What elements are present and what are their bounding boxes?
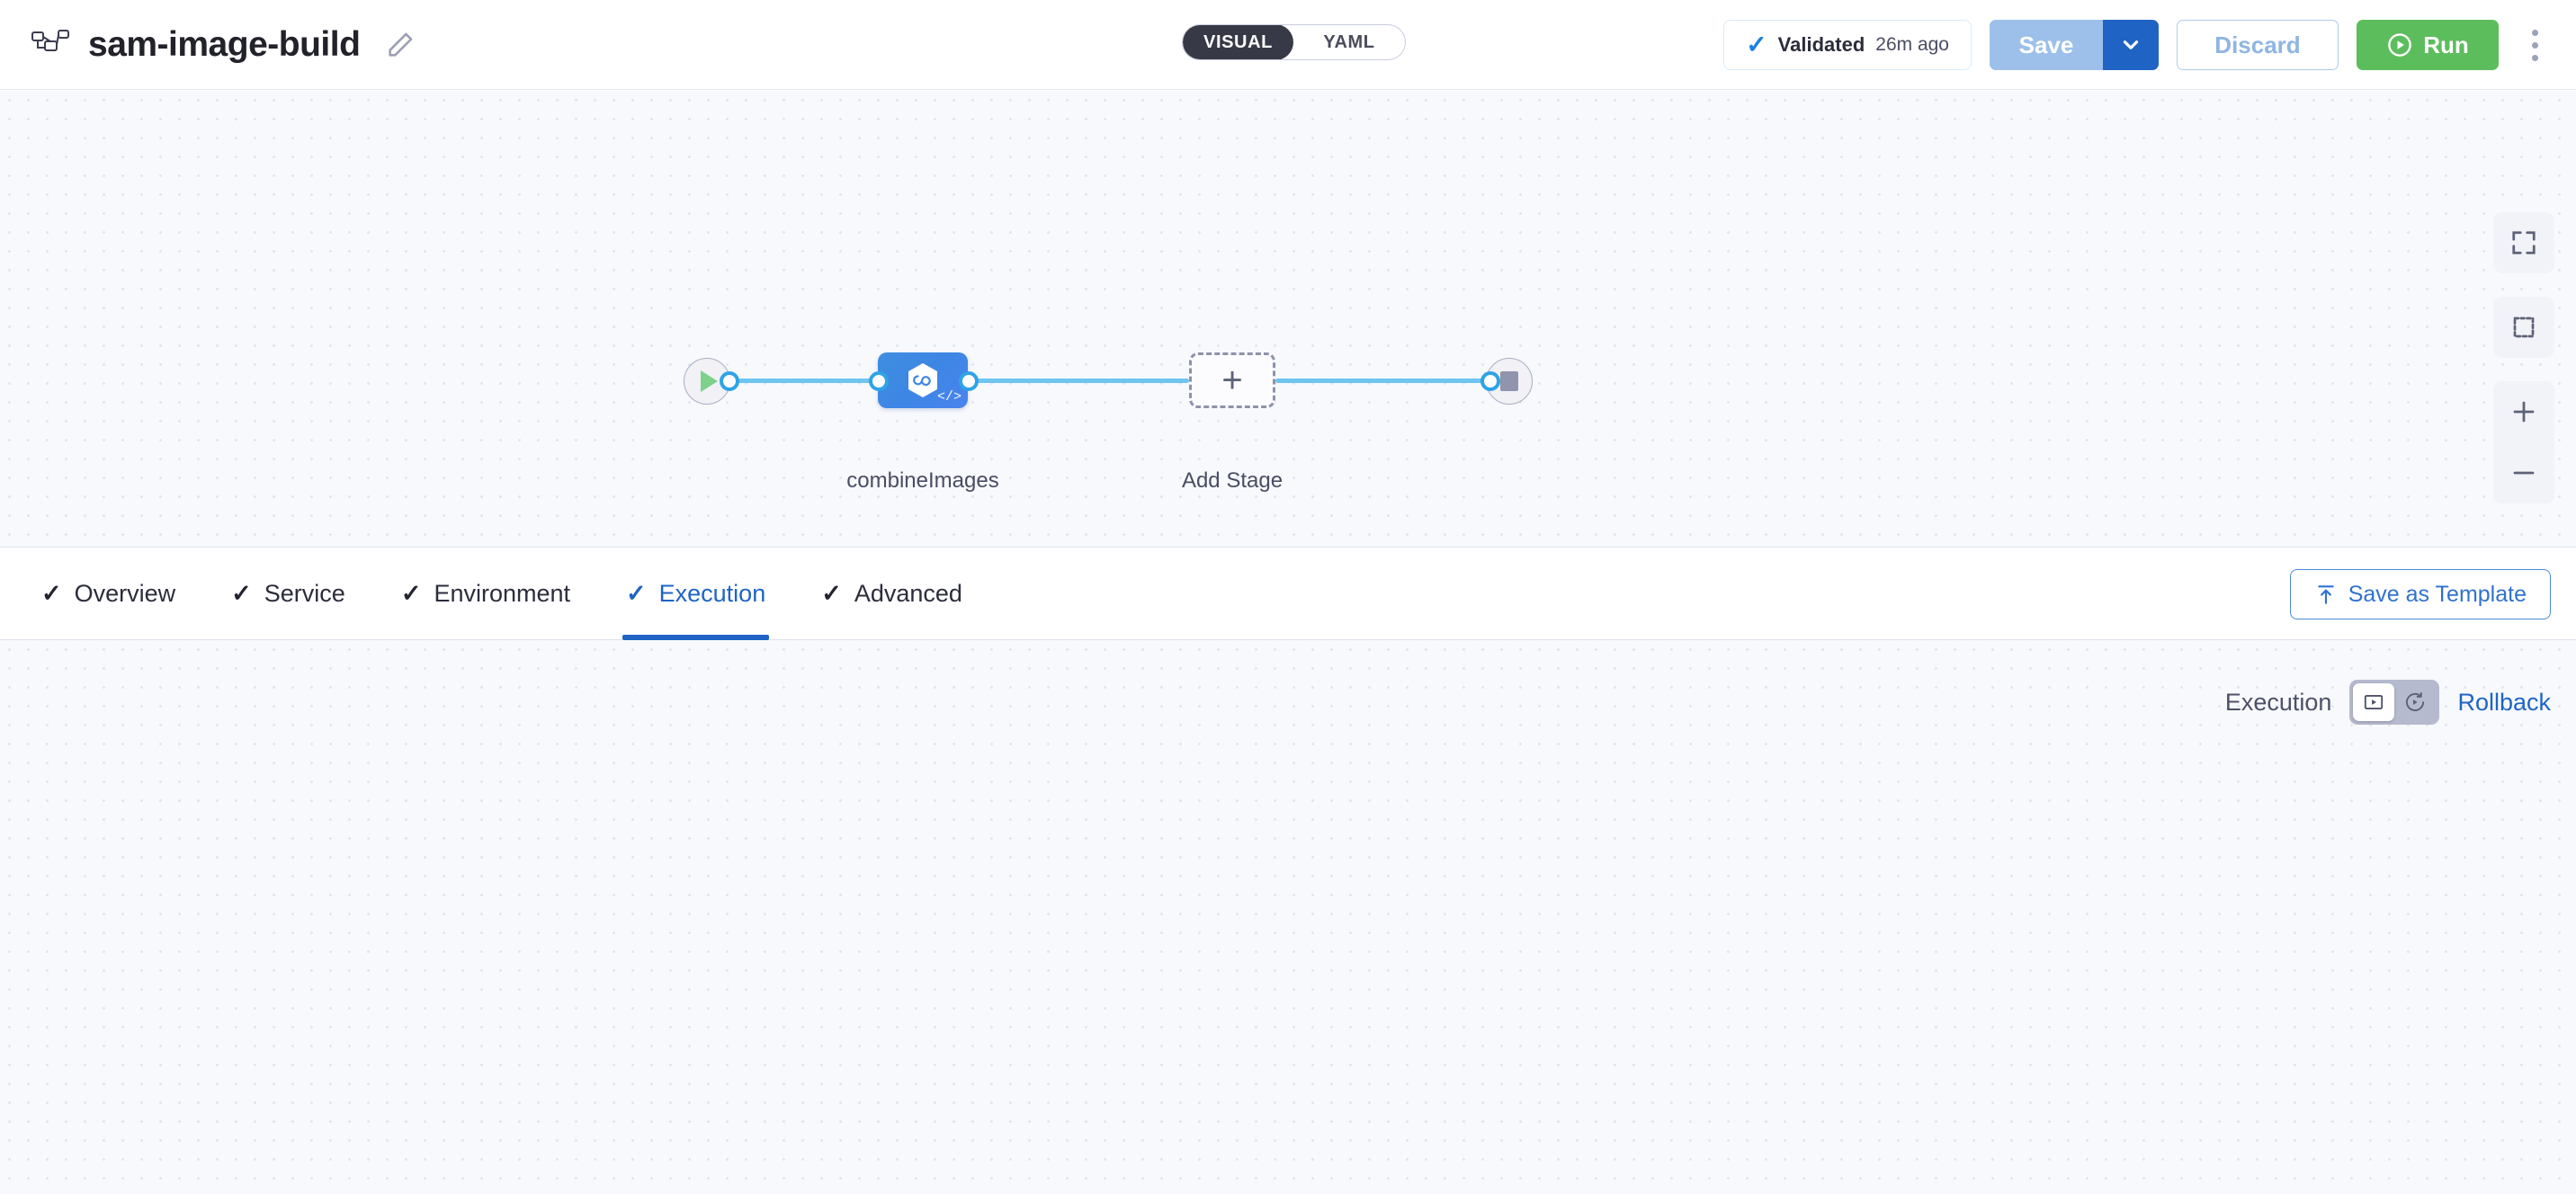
mode-toggle-visual[interactable]: VISUAL [1183,24,1293,60]
check-icon: ✓ [401,580,422,608]
zoom-in-button[interactable] [2493,381,2554,442]
edge-addstage-to-end [1275,379,1489,383]
stage-output-port[interactable] [959,371,979,391]
zoom-out-button[interactable] [2493,442,2554,503]
validated-timestamp: 26m ago [1875,34,1949,56]
validated-label: Validated [1778,33,1865,57]
tab-label: Advanced [854,580,962,608]
stage-code-badge: </> [937,389,962,405]
fit-to-screen-button[interactable] [2493,212,2554,273]
execution-canvas[interactable]: k8s-step-group </> dinD [0,640,2576,1194]
check-icon: ✓ [821,580,842,608]
tab-execution[interactable]: ✓ Execution [626,548,765,640]
zoom-controls [2493,381,2554,503]
check-icon: ✓ [231,580,252,608]
play-circle-icon [2386,31,2413,58]
tab-label: Environment [434,580,570,608]
tab-list: ✓ Overview ✓ Service ✓ Environment ✓ Exe… [0,548,962,640]
play-icon [701,370,718,392]
save-button[interactable]: Save [1990,20,2103,70]
stage-node-combineimages[interactable]: </> [878,352,968,408]
stage-canvas[interactable]: </> combineImages + Add Stage [0,91,2576,548]
edge-start-to-stage [730,379,878,383]
rollback-mode-button[interactable] [2394,683,2436,721]
expand-icon [2510,229,2537,256]
check-icon: ✓ [626,580,647,608]
execution-toggle-label: Execution [2225,689,2332,717]
canvas-controls [2493,212,2554,503]
save-button-group: Save [1990,20,2159,70]
plus-icon: + [1221,362,1242,398]
tab-overview[interactable]: ✓ Overview [41,548,175,640]
tab-advanced[interactable]: ✓ Advanced [821,548,962,640]
discard-button[interactable]: Discard [2177,20,2339,70]
pencil-edit-icon[interactable] [385,30,416,60]
zoom-to-selection-button[interactable] [2493,297,2554,358]
save-dropdown-button[interactable] [2103,20,2159,70]
add-stage-label: Add Stage [1135,467,1329,495]
plus-icon [2510,398,2537,425]
run-button[interactable]: Run [2357,20,2499,70]
run-button-label: Run [2423,31,2469,59]
status-badge: ✓ Validated 26m ago [1723,20,1972,70]
tab-service[interactable]: ✓ Service [231,548,345,640]
check-icon: ✓ [1746,32,1767,58]
pipeline-nodes-icon [31,30,70,60]
mode-toggle-yaml[interactable]: YAML [1293,24,1405,60]
page-title: sam-image-build [88,25,360,65]
rollback-toggle-label[interactable]: Rollback [2457,689,2551,717]
stage-tab-bar: ✓ Overview ✓ Service ✓ Environment ✓ Exe… [0,548,2576,640]
mode-toggle[interactable]: VISUAL YAML [1182,24,1406,60]
execution-mode-button[interactable] [2353,683,2394,721]
stage-label: combineImages [824,467,1022,495]
execution-mode-switch[interactable] [2349,680,2439,725]
stage-input-port[interactable] [869,371,889,391]
edge-stage-to-addstage [970,379,1189,383]
header-actions: ✓ Validated 26m ago Save Discard Run [1723,0,2576,90]
save-as-template-button[interactable]: Save as Template [2290,569,2551,619]
dashed-square-icon [2510,314,2537,341]
header-left: sam-image-build [0,25,416,65]
save-as-template-label: Save as Template [2348,582,2527,608]
check-icon: ✓ [41,580,62,608]
end-node-port[interactable] [1480,371,1500,391]
tab-label: Service [264,580,345,608]
rollback-icon [2403,691,2427,714]
add-stage-button[interactable]: + [1189,352,1275,408]
tab-environment[interactable]: ✓ Environment [401,548,570,640]
template-upload-icon [2314,583,2338,606]
minus-icon [2510,459,2537,486]
kebab-menu-icon[interactable] [2517,20,2553,70]
app-header: sam-image-build VISUAL YAML ✓ Validated … [0,0,2576,90]
chevron-down-icon [2119,33,2142,57]
stop-icon [1500,371,1518,391]
tab-label: Overview [75,580,176,608]
execution-rollback-toggle: Execution Rollback [2225,680,2551,725]
tab-label: Execution [659,580,766,608]
play-box-icon [2362,691,2385,714]
start-node-port[interactable] [720,371,739,391]
